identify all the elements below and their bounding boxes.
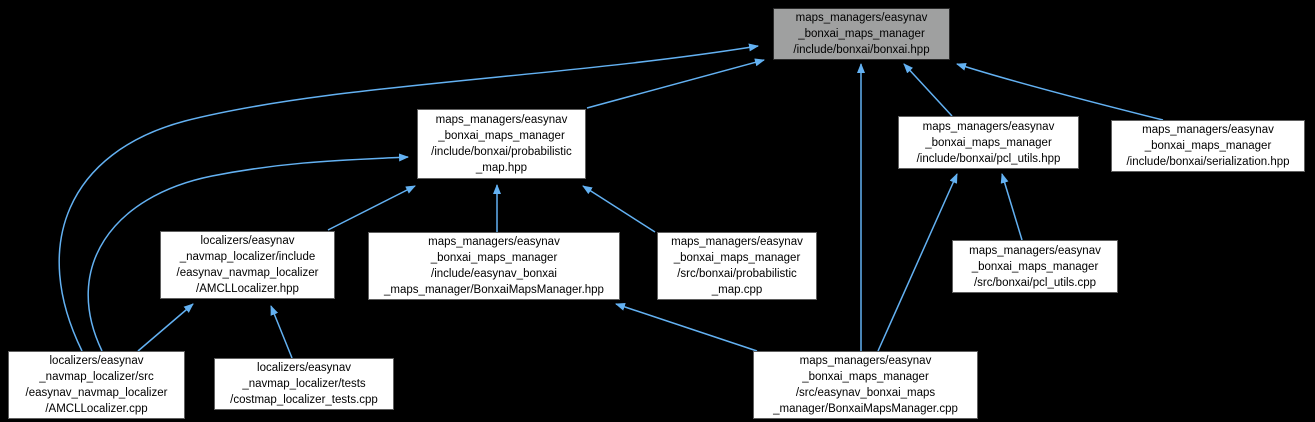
edge-amcl-localizer-cpp-to-bonxai-hpp	[58, 43, 759, 352]
edge-pcl-utils-cpp-to-pcl-utils-hpp	[1000, 173, 1023, 241]
edge-amcl-localizer-hpp-to-probabilistic-map-hpp	[327, 185, 416, 231]
edge-pcl-utils-hpp-to-bonxai-hpp	[903, 63, 953, 117]
node-costmap-localizer-tests-cpp[interactable]: localizers/easynav _navmap_localizer/tes…	[214, 358, 394, 410]
edge-bonxai-maps-manager-cpp-to-bonxai-maps-manager-hpp	[615, 303, 758, 352]
node-amcl-localizer-cpp[interactable]: localizers/easynav _navmap_localizer/src…	[8, 351, 185, 419]
edge-costmap-localizer-tests-cpp-to-amcl-localizer-hpp	[270, 305, 293, 359]
edge-bonxai-maps-manager-cpp-to-pcl-utils-hpp	[877, 173, 958, 352]
edge-serialization-hpp-to-bonxai-hpp	[956, 62, 1164, 121]
node-pcl-utils-cpp[interactable]: maps_managers/easynav _bonxai_maps_manag…	[952, 240, 1118, 293]
node-pcl-utils-hpp[interactable]: maps_managers/easynav _bonxai_maps_manag…	[898, 116, 1079, 169]
edge-probabilistic-map-hpp-to-bonxai-hpp	[586, 58, 765, 109]
edge-amcl-localizer-cpp-to-amcl-localizer-hpp	[137, 303, 194, 352]
node-probabilistic-map-cpp[interactable]: maps_managers/easynav _bonxai_maps_manag…	[657, 232, 817, 300]
node-bonxai-maps-manager-cpp[interactable]: maps_managers/easynav _bonxai_maps_manag…	[753, 351, 978, 419]
node-bonxai-maps-manager-hpp[interactable]: maps_managers/easynav _bonxai_maps_manag…	[368, 232, 620, 300]
node-amcl-localizer-hpp[interactable]: localizers/easynav _navmap_localizer/inc…	[160, 231, 335, 299]
node-probabilistic-map-hpp[interactable]: maps_managers/easynav _bonxai_maps_manag…	[417, 109, 586, 179]
node-serialization-hpp[interactable]: maps_managers/easynav _bonxai_maps_manag…	[1111, 120, 1305, 172]
edge-probabilistic-map-cpp-to-probabilistic-map-hpp	[582, 185, 656, 233]
edge-amcl-localizer-cpp-to-probabilistic-map-hpp	[87, 153, 409, 352]
node-bonxai-hpp[interactable]: maps_managers/easynav _bonxai_maps_manag…	[773, 8, 950, 60]
